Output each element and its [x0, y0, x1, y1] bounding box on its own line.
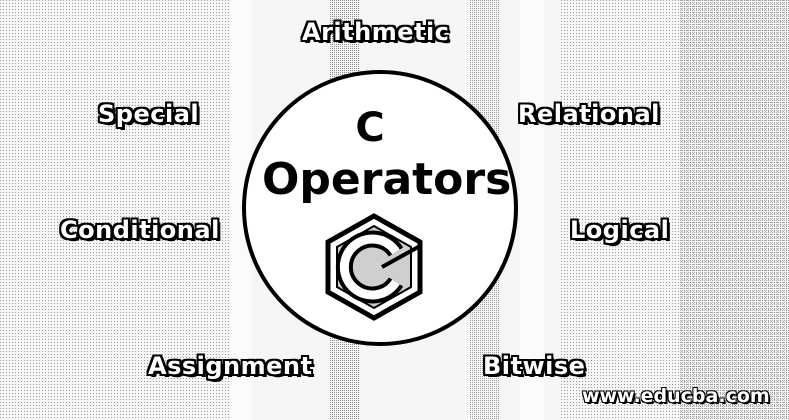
category-bitwise: Bitwise — [483, 352, 586, 380]
center-title-operators: Operators — [262, 154, 512, 205]
center-title-c: C — [355, 105, 385, 151]
center-circle — [242, 70, 518, 346]
watermark-url: www.educba.com — [582, 385, 770, 407]
category-assignment: Assignment — [148, 352, 313, 380]
c-language-logo-icon — [325, 213, 423, 321]
category-special: Special — [98, 100, 200, 128]
category-logical: Logical — [570, 216, 670, 244]
category-relational: Relational — [518, 100, 660, 128]
category-arithmetic: Arithmetic — [302, 18, 450, 46]
category-conditional: Conditional — [60, 216, 220, 244]
